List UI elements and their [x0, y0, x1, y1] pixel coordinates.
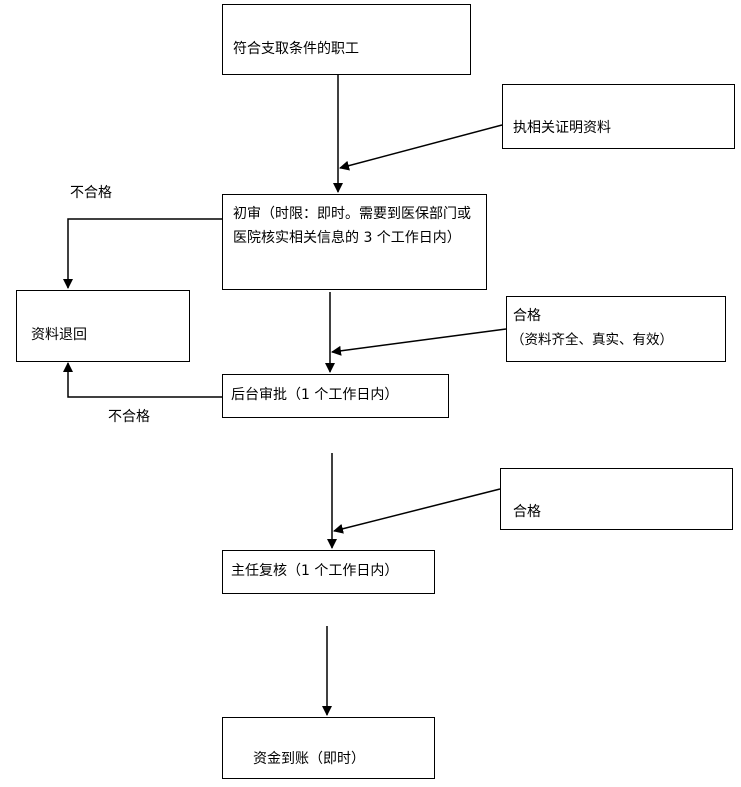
node-qualified-1: 合格 （资料齐全、真实、有效）	[506, 296, 726, 362]
node-director-review-text: 主任复核（1 个工作日内）	[231, 563, 399, 579]
node-funds-arrive: 资金到账（即时）	[222, 717, 435, 779]
node-qualified-2: 合格	[500, 468, 733, 530]
arrow-backend-fail-to-returned	[63, 362, 222, 398]
arrow-qualified-2-to-spine	[333, 488, 501, 534]
arrow-initial-fail-to-returned	[63, 218, 222, 289]
node-returned-text: 资料退回	[31, 327, 87, 343]
node-funds-arrive-text: 资金到账（即时）	[253, 751, 365, 767]
arrow-documents-to-spine	[339, 124, 503, 171]
node-initial-review: 初审（时限：即时。需要到医保部门或医院核实相关信息的 3 个工作日内）	[222, 194, 487, 290]
node-director-review: 主任复核（1 个工作日内）	[222, 550, 435, 594]
arrow-qualified-1-to-spine	[331, 328, 507, 356]
node-qualified-1-text: 合格	[513, 308, 541, 324]
node-eligible-staff: 符合支取条件的职工	[222, 4, 471, 75]
node-backend-approval: 后台审批（1 个工作日内）	[222, 374, 449, 418]
edge-label-fail-initial: 不合格	[70, 185, 112, 201]
node-qualified-2-text: 合格	[513, 504, 541, 520]
node-returned: 资料退回	[16, 290, 190, 362]
node-backend-approval-text: 后台审批（1 个工作日内）	[231, 387, 399, 403]
node-eligible-staff-text: 符合支取条件的职工	[233, 41, 359, 57]
node-documents-text: 执相关证明资料	[513, 120, 611, 136]
node-initial-review-text: 初审（时限：即时。需要到医保部门或医院核实相关信息的 3 个工作日内）	[233, 206, 471, 246]
node-qualified-1-note: （资料齐全、真实、有效）	[511, 332, 673, 348]
node-documents: 执相关证明资料	[502, 84, 735, 149]
edge-label-fail-backend: 不合格	[108, 409, 150, 425]
